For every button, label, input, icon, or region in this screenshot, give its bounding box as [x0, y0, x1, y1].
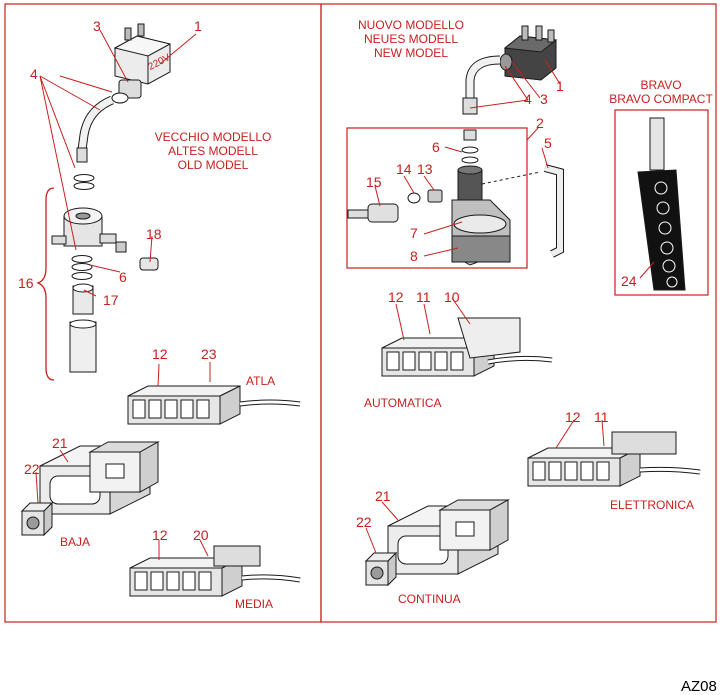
callout-13: 13 [417, 161, 433, 177]
callout-4-new: 4 [524, 91, 532, 107]
continua-knob [365, 552, 397, 586]
callout-23: 23 [201, 346, 217, 362]
page-code: AZ08 [681, 678, 717, 695]
callout-21-continua: 21 [375, 488, 391, 504]
label-continua: CONTINUA [398, 592, 461, 606]
bravo-membrane [637, 117, 686, 291]
old-filter-sleeve [69, 283, 97, 373]
media-display [213, 545, 261, 567]
callout-3: 3 [93, 18, 101, 34]
baja-plate [89, 441, 159, 493]
old-model-caption: VECCHIO MODELLO ALTES MODELL OLD MODEL [154, 130, 272, 172]
new-model-caption: NUOVO MODELLO NEUES MODELL NEW MODEL [357, 18, 465, 60]
elettronica-display [611, 431, 677, 455]
callout-15: 15 [366, 174, 382, 190]
callout-11-elettronica: 11 [594, 409, 609, 425]
callout-7: 7 [410, 225, 418, 241]
callout-10: 10 [444, 289, 460, 305]
callout-17: 17 [103, 292, 119, 308]
baja-knob [21, 502, 53, 536]
callout-14: 14 [396, 161, 412, 177]
old-group-head [51, 207, 159, 271]
new-group-box [346, 127, 528, 269]
callout-6: 6 [119, 269, 127, 285]
callout-20: 20 [193, 527, 209, 543]
callout-21-baja: 21 [52, 435, 68, 451]
callout-8: 8 [410, 248, 418, 264]
label-atla: ATLA [246, 374, 276, 388]
bracket-16 [36, 187, 55, 381]
callout-12-elettronica: 12 [565, 409, 581, 425]
callout-11-automatica: 11 [416, 289, 431, 305]
dash-axis [481, 171, 541, 185]
callout-22-baja: 22 [24, 461, 40, 477]
callout-12-automatica: 12 [388, 289, 404, 305]
label-media: MEDIA [235, 597, 274, 611]
callout-3-new: 3 [540, 91, 548, 107]
callout-2: 2 [536, 115, 544, 131]
label-baja: BAJA [60, 535, 91, 549]
callout-16: 16 [18, 275, 34, 291]
atla-keypad [127, 385, 241, 425]
old-bent-tube [76, 95, 114, 163]
old-solenoid-valve [111, 23, 172, 104]
callout-1-new: 1 [556, 78, 564, 94]
callout-12-media: 12 [152, 527, 168, 543]
new-group-head [347, 129, 511, 266]
automatica-board [457, 317, 521, 359]
bravo-box [614, 109, 709, 296]
callout-5: 5 [544, 135, 552, 151]
label-elettronica: ELETTRONICA [610, 498, 695, 512]
callout-24: 24 [621, 273, 637, 289]
right-panel-border [320, 3, 717, 623]
callout-12-atla: 12 [152, 346, 168, 362]
old-orings [71, 174, 95, 280]
callout-22-continua: 22 [356, 514, 372, 530]
continua-plate [439, 499, 509, 551]
new-bent-tube [462, 55, 501, 115]
callout-1: 1 [194, 18, 202, 34]
callout-18: 18 [146, 226, 162, 242]
right-leaders [374, 59, 561, 257]
left-leaders [39, 29, 197, 297]
callout-6-new: 6 [432, 139, 440, 155]
label-automatica: AUTOMATICA [364, 396, 442, 410]
callout-4: 4 [30, 66, 38, 82]
bravo-caption: BRAVO BRAVO COMPACT [609, 78, 713, 106]
